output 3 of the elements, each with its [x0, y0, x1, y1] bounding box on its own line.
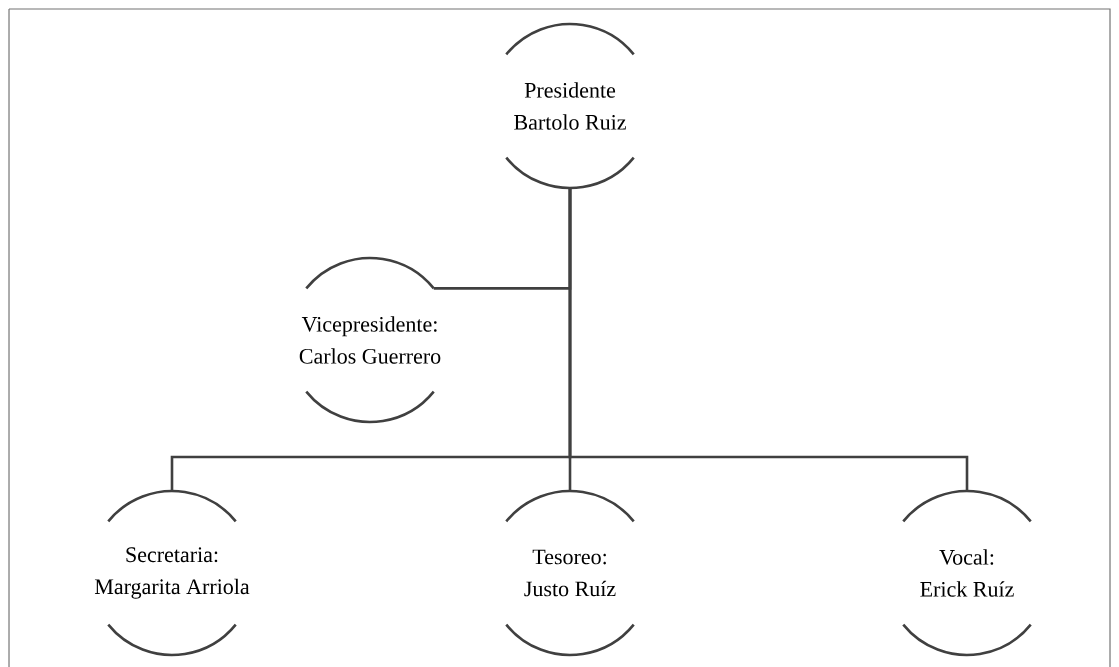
connector-line	[568, 188, 969, 491]
split-circle-node: Vicepresidente: Carlos Guerrero	[299, 256, 441, 424]
split-circle-node: Secretaria: Margarita Arriola	[94, 489, 250, 657]
